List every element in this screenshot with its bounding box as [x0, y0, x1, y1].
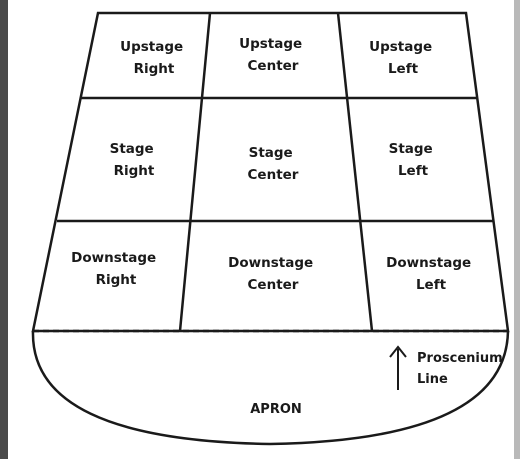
downstage-right-line2: Right: [96, 272, 137, 288]
upstage-left-line2: Left: [388, 61, 419, 77]
downstage-left-line1: Downstage: [386, 255, 471, 271]
upstage-center-line2: Center: [248, 58, 299, 74]
stage-left-line2: Left: [398, 163, 429, 179]
upstage-right-line1: Upstage: [120, 39, 183, 55]
stage-right-label: Stage Right: [110, 141, 159, 179]
column-divider-right: [336, 12, 374, 332]
upstage-left-label: Upstage Left: [369, 39, 437, 77]
downstage-left-label: Downstage Left: [386, 255, 476, 293]
stage-right-line2: Right: [114, 163, 155, 179]
upstage-left-line1: Upstage: [369, 39, 432, 55]
stage-center-line1: Stage: [249, 145, 293, 161]
stage-center-label: Stage Center: [248, 145, 299, 183]
apron-label: APRON: [250, 402, 302, 417]
upstage-center-label: Upstage Center: [239, 36, 307, 74]
column-divider-left: [178, 12, 212, 332]
proscenium-arrow-head-icon: [389, 345, 407, 358]
downstage-center-label: Downstage Center: [228, 255, 318, 293]
left-edge-strip: [0, 0, 8, 459]
downstage-right-label: Downstage Right: [71, 250, 161, 288]
downstage-center-line1: Downstage: [228, 255, 313, 271]
apron-outline: [31, 330, 510, 446]
downstage-right-line1: Downstage: [71, 250, 156, 266]
proscenium-label-line2: Line: [417, 372, 448, 387]
stage-left-label: Stage Left: [389, 141, 438, 179]
proscenium-label-line1: Proscenium: [417, 351, 503, 366]
downstage-center-line2: Center: [248, 277, 299, 293]
downstage-left-line2: Left: [416, 277, 447, 293]
upstage-right-label: Upstage Right: [120, 39, 188, 77]
stage-center-line2: Center: [248, 167, 299, 183]
upstage-right-line2: Right: [134, 61, 175, 77]
right-edge-strip: [514, 0, 520, 459]
stage-right-line1: Stage: [110, 141, 154, 157]
proscenium-label: Proscenium Line: [417, 351, 507, 387]
stage-left-line1: Stage: [389, 141, 433, 157]
upstage-center-line1: Upstage: [239, 36, 302, 52]
